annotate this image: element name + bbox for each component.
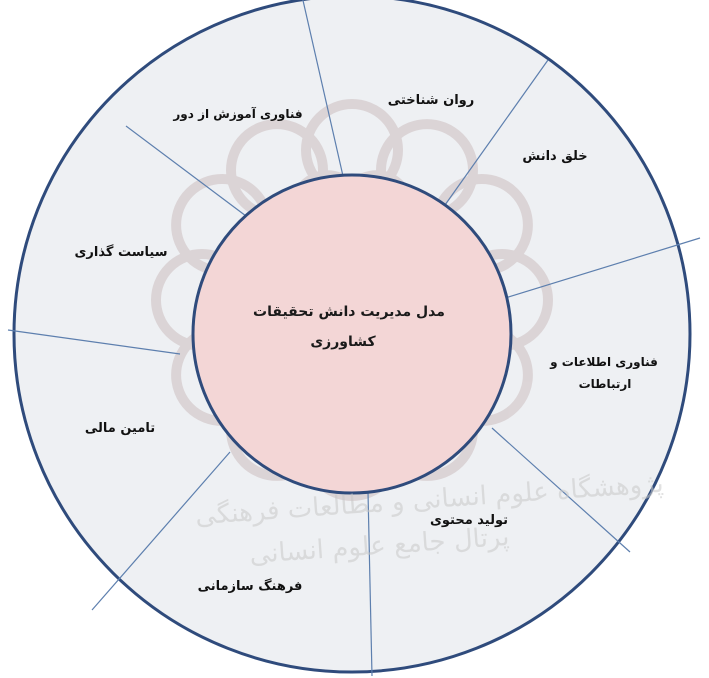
segment-dividers (7, 0, 701, 677)
center-circle (191, 173, 513, 495)
segment-label-ict-line-1: فناوری اطلاعات و (549, 355, 658, 370)
center-title-line-2: کشاورزی (310, 334, 376, 350)
segment-label-content-production: تولید محتوی (430, 513, 508, 528)
center-title-line-1: مدل مدیریت دانش تحقیقات (253, 304, 445, 320)
divider-line (125, 125, 247, 217)
divider-line (7, 329, 181, 355)
divider-line (491, 427, 631, 553)
divider-line (504, 237, 701, 299)
divider-line (367, 491, 373, 677)
segment-label-financing: تامین مالی (85, 421, 155, 436)
segment-label-psychology: روان شناختی (388, 93, 474, 108)
segment-label-organizational-culture: فرهنگ سازمانی (198, 578, 303, 594)
segment-label-distance-learning: فناوری آموزش از دور (172, 106, 302, 122)
segment-label-knowledge-creation: خلق دانش (522, 149, 587, 164)
divider-line (439, 59, 549, 213)
segment-label-ict-line-2: ارتباطات (579, 377, 632, 391)
divider-line (302, 0, 344, 177)
segment-label-policy-making: سیاست گذاری (75, 244, 168, 260)
segment-labels: روان شناختی خلق دانش فناوری اطلاعات و ار… (75, 93, 658, 594)
divider-line (91, 451, 231, 611)
